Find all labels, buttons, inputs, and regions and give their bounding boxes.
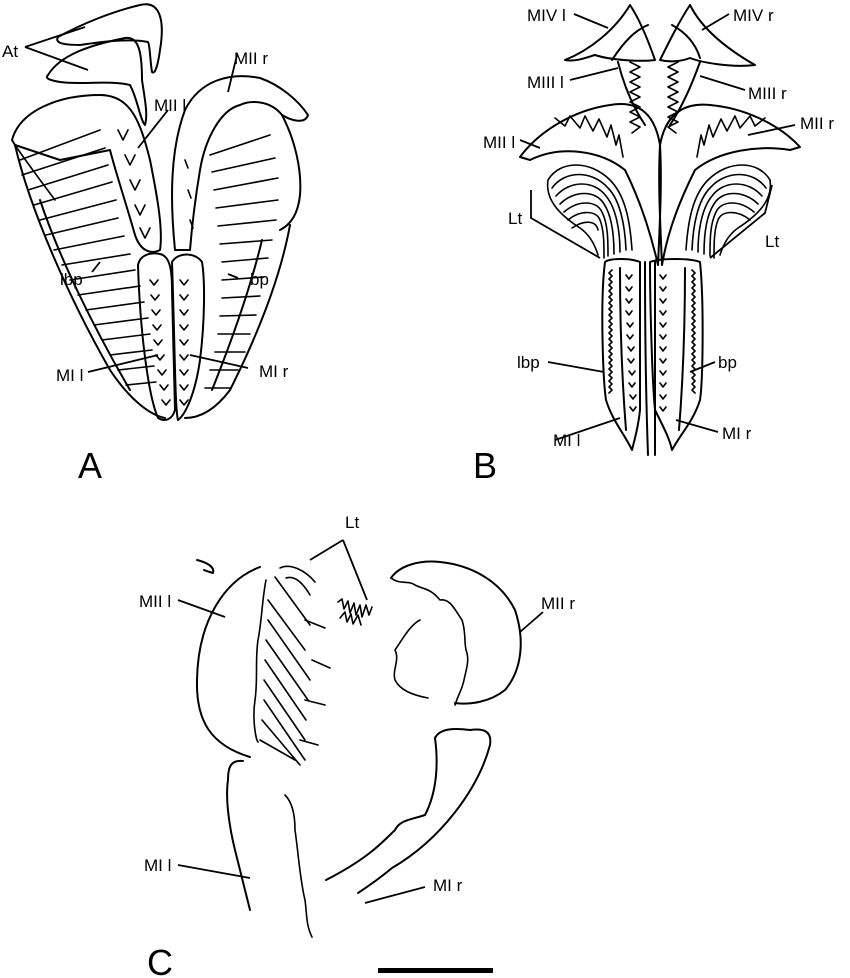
label-a-mi-right: MI r <box>259 362 289 381</box>
label-b-lt-left: Lt <box>508 209 523 228</box>
label-c-mii-left: MII l <box>139 592 172 611</box>
label-b-lt-right: Lt <box>765 232 780 251</box>
label-b-mii-left: MII l <box>483 133 516 152</box>
panel-label-b: B <box>473 445 498 486</box>
panel-c-drawing <box>177 539 544 938</box>
label-c-mii-right: MII r <box>541 594 575 613</box>
scale-bar <box>378 968 493 973</box>
label-b-mi-left: MI l <box>553 431 581 450</box>
label-a-anterior-teeth: At <box>2 42 19 61</box>
label-c-mi-left: MI l <box>144 856 172 875</box>
panel-b-drawing <box>519 4 801 456</box>
label-a-bp: bp <box>250 270 269 289</box>
label-b-bp: bp <box>718 353 737 372</box>
label-a-mii-right: MII r <box>234 49 268 68</box>
label-b-miii-left: MIII l <box>527 73 564 92</box>
panel-a-drawing <box>11 3 309 421</box>
label-a-mii-left: MII l <box>154 96 187 115</box>
panel-label-c: C <box>147 942 173 978</box>
label-b-lbp: lbp <box>517 353 540 372</box>
label-b-mi-right: MI r <box>722 424 752 443</box>
label-b-miv-left: MIV l <box>527 6 566 25</box>
label-b-miii-right: MIII r <box>748 84 787 103</box>
label-c-mi-right: MI r <box>433 876 463 895</box>
label-b-mii-right: MII r <box>800 114 834 133</box>
label-a-lbp: lbp <box>60 270 83 289</box>
label-a-mi-left: MI l <box>56 366 84 385</box>
panel-label-a: A <box>78 445 103 486</box>
label-c-lt: Lt <box>345 513 360 532</box>
label-b-miv-right: MIV r <box>733 6 774 25</box>
